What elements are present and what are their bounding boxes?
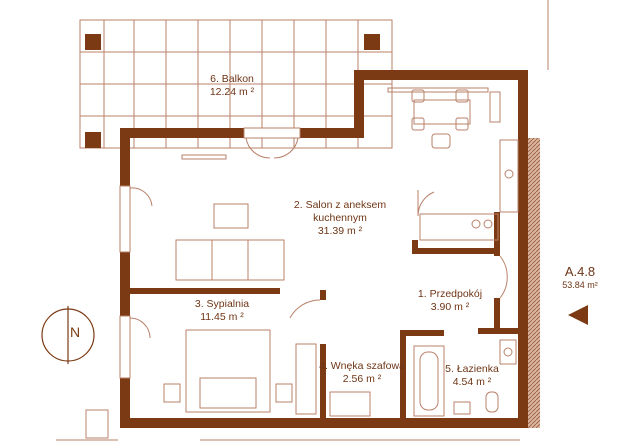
balcony-columns	[85, 34, 380, 148]
room-label-living: 2. Salon z aneksem kuchennym 31.39 m ²	[293, 199, 387, 237]
room-label-wardrobe: 4. Wnęka szafowa 2.56 m ²	[319, 360, 405, 385]
plot-lines	[56, 0, 549, 441]
windows	[119, 127, 301, 379]
room-label-hall: 1. Przedpokój 3.90 m ²	[417, 288, 483, 313]
unit-marker-icon	[568, 305, 588, 325]
north-label: N	[70, 324, 81, 340]
exterior-hatch	[528, 138, 540, 428]
north-arrow-icon	[41, 306, 95, 364]
furniture	[163, 87, 519, 417]
interior-walls	[130, 212, 518, 418]
room-label-bedroom: 3. Sypialnia 11.45 m ²	[194, 298, 250, 323]
unit-area: 53.84 m²	[562, 280, 598, 290]
unit-info: A.4.8 53.84 m²	[562, 264, 598, 291]
outer-walls	[120, 70, 528, 428]
door-arcs	[129, 137, 508, 339]
room-label-balcony: 6. Balkon 12.24 m ²	[209, 73, 255, 98]
room-label-bathroom: 5. Łazienka 4.54 m ²	[445, 363, 499, 388]
unit-code: A.4.8	[564, 264, 596, 279]
